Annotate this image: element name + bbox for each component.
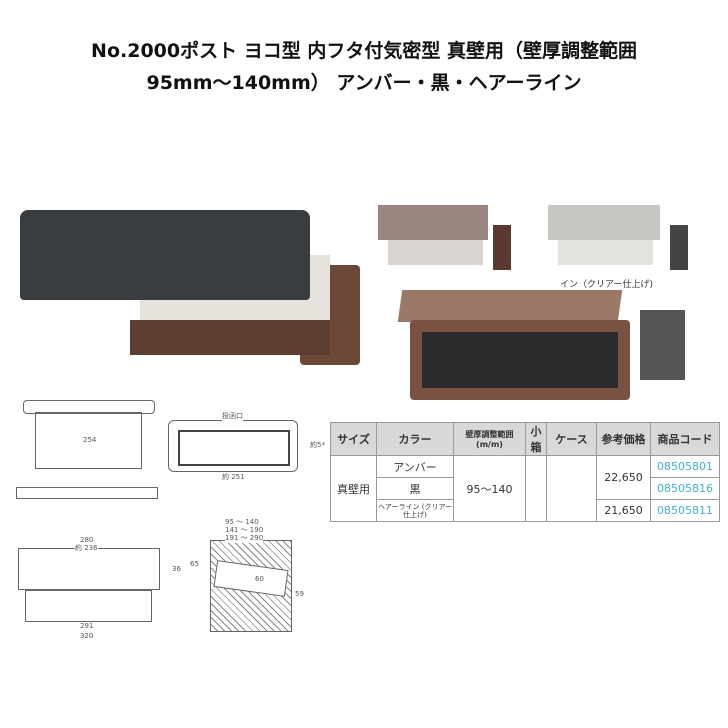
page-title-line1: No.2000ポスト ヨコ型 内フタ付気密型 真壁用（壁厚調整範囲 (91, 40, 637, 62)
black-mailbox-photo (20, 205, 360, 375)
dimension-60-label: 60 (255, 575, 264, 583)
table-row: 真壁用 アンバー 95～140 22,650 08505801 (330, 455, 720, 522)
table-row: ヘアーライン (クリアー仕上げ) 21,650 08505811 (331, 499, 720, 522)
open-mailbox-photo (397, 290, 690, 405)
product-code[interactable]: 08505811 (650, 499, 720, 522)
table-header-row: サイズ カラー 壁厚調整範囲 (m/m) 小箱 ケース 参考価格 商品コード (330, 422, 720, 456)
product-code[interactable]: 08505801 (650, 455, 720, 478)
amber-mailbox-photo (378, 205, 518, 275)
product-code[interactable]: 08505816 (650, 477, 720, 500)
hairline-caption: イン（クリアー仕上げ) (560, 280, 653, 290)
spec-table: サイズ カラー 壁厚調整範囲 (m/m) 小箱 ケース 参考価格 商品コード 真… (330, 422, 720, 522)
hairline-mailbox-photo (548, 205, 693, 275)
page-title-line2: 95mm～140mm） アンバー・黒・ヘアーライン (146, 72, 582, 94)
